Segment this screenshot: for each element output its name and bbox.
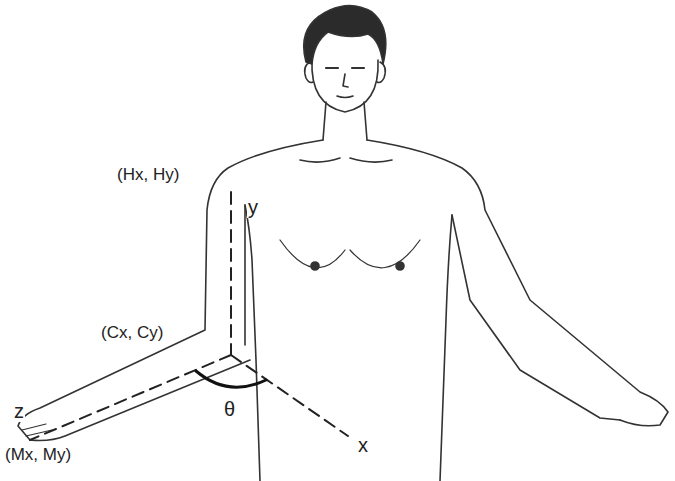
left-arm-inner	[244, 205, 246, 345]
nipple	[311, 262, 319, 270]
nipple	[396, 262, 404, 270]
ear	[377, 62, 385, 83]
nose	[343, 74, 348, 87]
point-label: (Hx, Hy)	[116, 166, 180, 185]
right-arm-outline	[367, 140, 668, 426]
axis-lines	[30, 192, 348, 440]
axis-label: z	[13, 400, 25, 422]
point-label: (Cx, Cy)	[100, 324, 164, 343]
left-arm-outline	[18, 140, 323, 441]
collarbone	[300, 158, 392, 162]
angle-arc	[196, 371, 266, 387]
angle-label: θ	[223, 398, 236, 420]
neck	[323, 102, 367, 140]
axis-label: x	[357, 434, 369, 456]
point-label: (Mx, My)	[4, 446, 72, 465]
mouth	[337, 96, 353, 98]
face-outline	[312, 60, 378, 112]
torso-left	[245, 205, 260, 481]
eyes	[326, 67, 364, 69]
axis-label: y	[247, 196, 259, 218]
torso-right	[440, 215, 452, 481]
fingers	[22, 424, 52, 436]
hair	[304, 5, 386, 64]
ear	[305, 62, 313, 83]
right-arm-inner	[452, 215, 620, 420]
